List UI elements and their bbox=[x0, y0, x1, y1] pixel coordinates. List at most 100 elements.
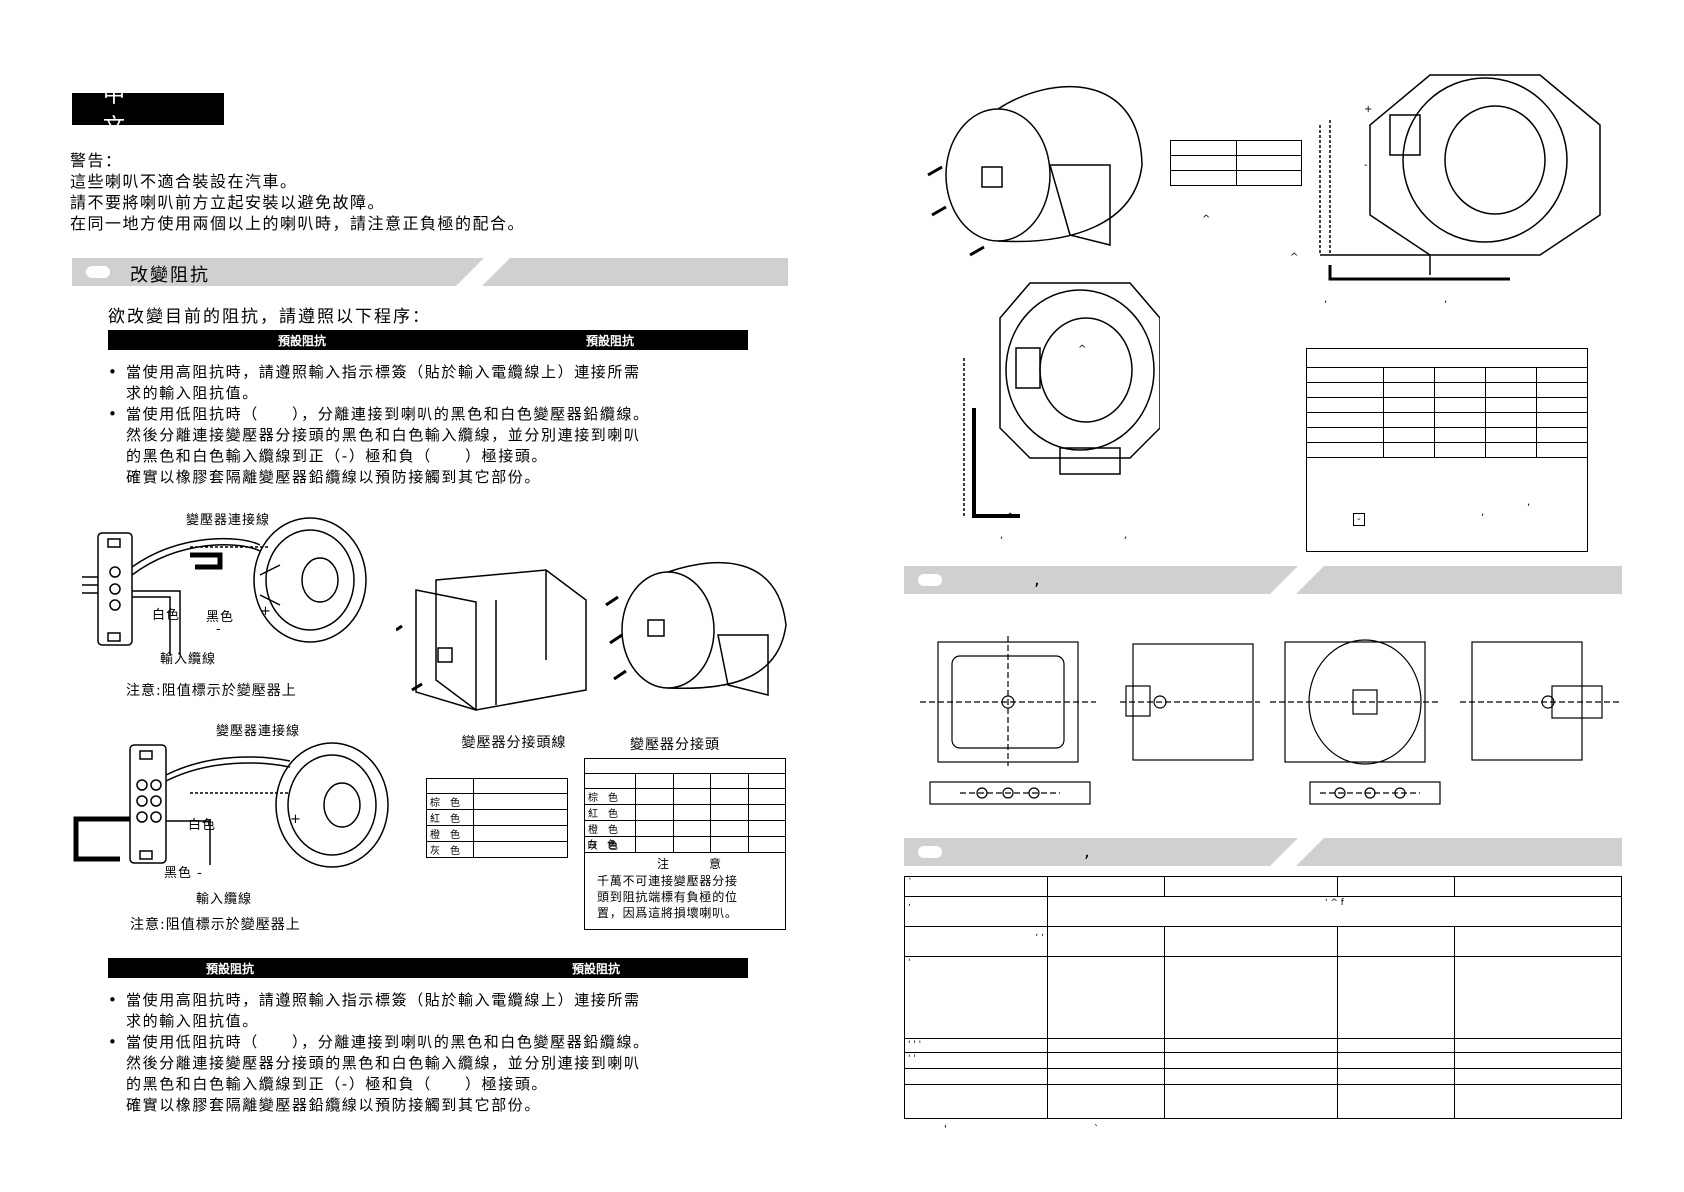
section-dimensions-title: , bbox=[1034, 569, 1042, 590]
spec-mark: , , bbox=[904, 926, 1048, 957]
impedance-note-2: 注意:阻值標示於變壓器上 bbox=[130, 917, 301, 933]
info-mark: , bbox=[1481, 507, 1485, 518]
section-bullet-icon bbox=[918, 574, 942, 586]
dimension-drawings bbox=[920, 636, 1620, 805]
procedure-item-cont: 確實以橡膠套隔離變壓器鉛纜線以預防接觸到其它部份。 bbox=[126, 1096, 542, 1114]
white-wire-label-1: 白色 bbox=[152, 608, 181, 623]
procedure-item: 當使用低阻抗時（ ），分離連接到喇叭的黑色和白色變壓器鉛纜線。 bbox=[108, 1032, 650, 1053]
input-cable-label-1: 輸入纜線 bbox=[160, 652, 217, 667]
info-mark: , bbox=[1527, 497, 1531, 508]
tap-box-right: 棕 色 紅 色 橙 色 灰 色 注 意 千萬不可連接變壓器分接 頭到阻抗端標有負… bbox=[584, 758, 786, 930]
tap-table-left: 棕 色 紅 色 橙 色 灰 色 bbox=[426, 778, 568, 858]
info-table-grid bbox=[1306, 367, 1588, 458]
plus-label-2: + bbox=[290, 812, 302, 827]
wire-comma-label: , bbox=[1324, 294, 1328, 305]
caution-line: 千萬不可連接變壓器分接 bbox=[597, 874, 738, 888]
procedure-item-cont: 的黑色和白色輸入纜線到正（-）極和負（ ）極接頭。 bbox=[126, 447, 549, 465]
front-wiring-drawing bbox=[963, 282, 1160, 518]
info-mark-box: - bbox=[1353, 513, 1365, 526]
procedure-item-cont: 然後分離連接變壓器分接頭的黑色和白色輸入纜線，並分別連接到喇叭 bbox=[126, 1054, 641, 1072]
impedance-note-1: 注意:阻值標示於變壓器上 bbox=[126, 683, 297, 699]
procedure-item-cont: 求的輸入阻抗值。 bbox=[126, 1012, 259, 1030]
spec-mark: ' ' bbox=[904, 1052, 1048, 1069]
warning-block: 警告： 這些喇叭不適合裝設在汽車。 請不要將喇叭前方立起安裝以避免故障。 在同一… bbox=[70, 150, 525, 234]
rear-wiring-drawing bbox=[1319, 74, 1601, 281]
wire-caret-label: ^ bbox=[1290, 252, 1299, 263]
section-specs-title: , bbox=[1084, 841, 1092, 862]
default-impedance-label-left: 預設阻抗 bbox=[206, 962, 255, 976]
default-impedance-label-right: 預設阻抗 bbox=[586, 334, 635, 348]
white-wire-label-2: 白色 bbox=[188, 818, 217, 833]
info-table-large: , , - bbox=[1306, 348, 1588, 552]
impedance-intro: 欲改變目前的阻抗，請遵照以下程序： bbox=[108, 307, 431, 327]
warning-line-1: 這些喇叭不適合裝設在汽車。 bbox=[70, 172, 298, 191]
procedure-item: 當使用高阻抗時，請遵照輸入指示標簽（貼於輸入電纜線上）連接所需 bbox=[108, 990, 650, 1011]
caution-title: 注 意 bbox=[657, 857, 736, 871]
tap-lead-heading-left: 變壓器分接頭線 bbox=[461, 735, 567, 751]
procedure-item: 當使用高阻抗時，請遵照輸入指示標簽（貼於輸入電纜線上）連接所需 bbox=[108, 362, 650, 383]
section-dimensions-bar: , bbox=[904, 566, 1622, 594]
round-speaker-mounting-drawing bbox=[927, 85, 1143, 257]
black-wire-label-1: 黑色 bbox=[206, 610, 235, 625]
procedure-list-top: 當使用高阻抗時，請遵照輸入指示標簽（貼於輸入電纜線上）連接所需 求的輸入阻抗值。… bbox=[108, 362, 650, 488]
tap-row-label: 橙 色 bbox=[426, 825, 474, 842]
info-table-small bbox=[1170, 140, 1302, 186]
section-impedance-title: 改變阻抗 bbox=[130, 265, 210, 286]
default-impedance-label-left: 預設阻抗 bbox=[278, 334, 327, 348]
wire-caret-label: ^ bbox=[1202, 214, 1211, 225]
tap-row-white: 白 色 bbox=[587, 840, 617, 851]
language-tab: 中 文 bbox=[72, 83, 224, 140]
procedure-item-cont: 確實以橡膠套隔離變壓器鉛纜線以預防接觸到其它部份。 bbox=[126, 468, 542, 486]
wiring-diagram-2 bbox=[73, 742, 389, 868]
spec-mark: ' bbox=[904, 956, 1048, 1039]
warning-line-2: 請不要將喇叭前方立起安裝以避免故障。 bbox=[70, 193, 386, 212]
round-speaker-illustration bbox=[605, 561, 787, 696]
section-bullet-icon bbox=[86, 266, 110, 278]
default-impedance-bar-top: 預設阻抗 預設阻抗 bbox=[108, 330, 748, 350]
spec-mark: ` bbox=[904, 876, 1048, 897]
mid-comma-label: , bbox=[1124, 530, 1128, 541]
section-bullet-icon bbox=[918, 846, 942, 858]
spec-footer-mark: ` bbox=[1094, 1124, 1099, 1135]
procedure-list-bottom: 當使用高阻抗時，請遵照輸入指示標簽（貼於輸入電纜線上）連接所需 求的輸入阻抗值。… bbox=[108, 990, 650, 1116]
warning-line-3: 在同一地方使用兩個以上的喇叭時，請注意正負極的配合。 bbox=[70, 214, 526, 233]
section-specs-bar: , bbox=[904, 838, 1622, 866]
spec-mark: , bbox=[904, 896, 1048, 927]
minus-label-1: - bbox=[216, 622, 222, 637]
transformer-lead-label-1: 變壓器連接線 bbox=[186, 513, 271, 528]
warning-heading: 警告： bbox=[70, 151, 123, 170]
tap-row-label: 灰 色 bbox=[584, 836, 636, 853]
black-wire-label-2: 黑色 - bbox=[164, 866, 203, 881]
specifications-table: ` , ' ^ f , , ' ' ' ' ' ' bbox=[904, 876, 1622, 1119]
spec-mark: ' ^ f bbox=[1047, 896, 1622, 927]
transformer-lead-label-2: 變壓器連接線 bbox=[216, 724, 301, 739]
mid-comma-label: , bbox=[1000, 530, 1004, 541]
input-cable-label-2: 輸入纜線 bbox=[196, 892, 253, 907]
caution-line: 置，因爲這將損壞喇叭。 bbox=[597, 906, 738, 920]
tap-row-label: 紅 色 bbox=[584, 804, 636, 821]
box-speaker-illustration bbox=[396, 569, 587, 712]
tap-row-label: 棕 色 bbox=[584, 788, 636, 805]
tap-row-label: 橙 色 bbox=[584, 820, 636, 837]
wire-minus-label: - bbox=[1364, 160, 1368, 171]
procedure-item-cont: 然後分離連接變壓器分接頭的黑色和白色輸入纜線，並分別連接到喇叭 bbox=[126, 426, 641, 444]
tap-table-right: 棕 色 紅 色 橙 色 灰 色 bbox=[584, 773, 786, 853]
mid-caret-label: ^ bbox=[1078, 344, 1087, 355]
plus-label-1: + bbox=[260, 604, 272, 619]
default-impedance-bar-bottom: 預設阻抗 預設阻抗 bbox=[108, 958, 748, 978]
wire-plus-label: + bbox=[1364, 104, 1373, 115]
procedure-item-cont: 的黑色和白色輸入纜線到正（-）極和負（ ）極接頭。 bbox=[126, 1075, 549, 1093]
procedure-item-cont: 求的輸入阻抗值。 bbox=[126, 384, 259, 402]
default-impedance-label-right: 預設阻抗 bbox=[572, 962, 621, 976]
tap-row-label: 紅 色 bbox=[426, 809, 474, 826]
spec-mark: ' ' ' bbox=[904, 1038, 1048, 1053]
wire-comma-label: , bbox=[1444, 294, 1448, 305]
section-impedance-bar: 改變阻抗 bbox=[72, 258, 788, 286]
mid-caret-label: ^ bbox=[1006, 512, 1015, 523]
tap-row-label: 灰 色 bbox=[426, 841, 474, 858]
caution-line: 頭到阻抗端標有負極的位 bbox=[597, 890, 738, 904]
spec-footer-mark: ' bbox=[944, 1124, 947, 1135]
tap-row-label: 棕 色 bbox=[426, 793, 474, 810]
tap-heading-right: 變壓器分接頭 bbox=[630, 737, 720, 753]
caution-text: 千萬不可連接變壓器分接 頭到阻抗端標有負極的位 置，因爲這將損壞喇叭。 bbox=[597, 873, 738, 921]
